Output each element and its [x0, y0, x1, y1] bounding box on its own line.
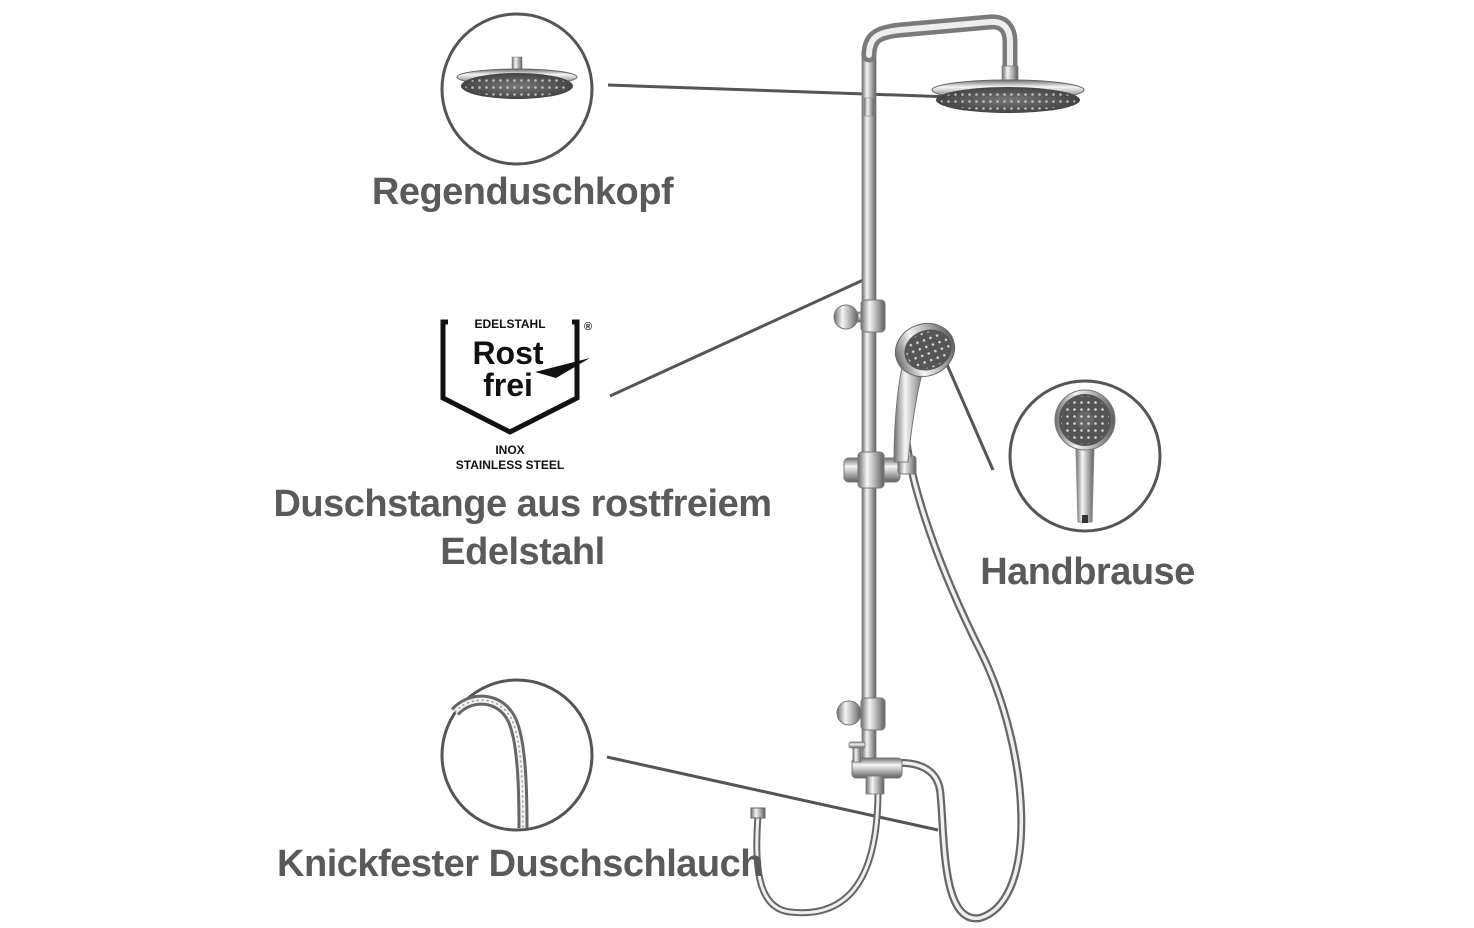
- label-shower-bar: Duschstange aus rostfreiem Edelstahl: [250, 480, 795, 576]
- callout-line-hand: [943, 359, 995, 471]
- shower-system-icon: [750, 14, 1085, 923]
- logo-inox: INOX: [495, 443, 524, 457]
- hose-bend-icon: [450, 694, 529, 829]
- label-hand-shower: Handbrause: [980, 551, 1195, 593]
- detail-circle-hand: [1008, 379, 1162, 533]
- label-rain-shower-head: Regenduschkopf: [371, 171, 674, 213]
- label-hose: Knickfester Duschschlauch: [277, 843, 763, 885]
- detail-circle-hose: [440, 678, 594, 832]
- logo-registered: ®: [584, 321, 592, 333]
- callout-line-hose: [606, 755, 939, 832]
- callout-lines: [606, 83, 995, 832]
- callout-line-rain: [607, 83, 953, 99]
- detail-circle-rain: [440, 12, 594, 166]
- logo-word-frei: frei: [483, 367, 533, 403]
- logo-stainless: STAINLESS STEEL: [456, 458, 564, 472]
- logo-top-text: EDELSTAHL: [474, 317, 545, 331]
- rostfrei-logo-icon: EDELSTAHL ® Rost frei INOX STAINLESS STE…: [440, 317, 592, 472]
- rain-shower-head-icon: [456, 56, 578, 99]
- label-shower-bar-line1: Duschstange aus rostfreiem: [273, 483, 772, 525]
- label-shower-bar-line2: Edelstahl: [440, 531, 605, 573]
- callout-line-bar: [609, 274, 873, 398]
- logo-word-rost: Rost: [472, 335, 543, 371]
- hand-shower-icon: [1054, 389, 1116, 523]
